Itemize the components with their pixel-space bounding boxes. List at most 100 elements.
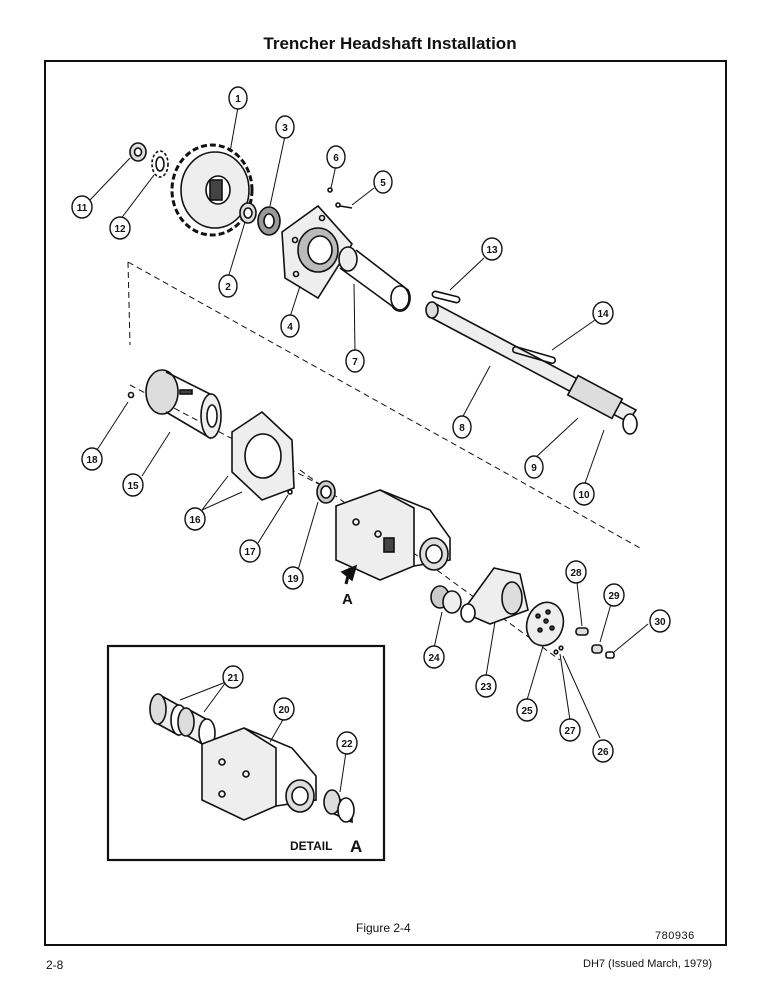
- svg-text:9: 9: [531, 463, 537, 474]
- figure-frame: [44, 60, 727, 946]
- callout-28: 28: [565, 560, 587, 584]
- detail-label-letter: A: [350, 837, 362, 856]
- part-drive-segment: [231, 410, 295, 501]
- svg-text:13: 13: [486, 245, 498, 256]
- callout-7: 7: [345, 349, 365, 373]
- part-detail-clevis: [201, 727, 317, 821]
- detail-a-frame: [106, 644, 386, 862]
- part-seal: [316, 480, 336, 504]
- part-bearing: [257, 206, 281, 236]
- svg-text:6: 6: [333, 153, 339, 164]
- part-key-short: [431, 290, 461, 304]
- callout-11: 11: [71, 195, 93, 219]
- svg-text:8: 8: [459, 423, 465, 434]
- svg-text:25: 25: [521, 706, 533, 717]
- part-pin-clip: [605, 651, 615, 659]
- callout-15: 15: [122, 473, 144, 497]
- centerline-dashes: [127, 261, 641, 661]
- part-lockwasher: [151, 150, 169, 178]
- svg-text:26: 26: [597, 747, 609, 758]
- callout-23: 23: [475, 674, 497, 698]
- callout-9: 9: [524, 455, 544, 479]
- part-fitting: [327, 187, 333, 193]
- svg-text:1: 1: [235, 94, 241, 105]
- svg-text:22: 22: [341, 739, 353, 750]
- svg-text:19: 19: [287, 574, 299, 585]
- part-sprocket: [170, 143, 254, 237]
- callout-16: 16: [184, 507, 206, 531]
- part-plate: [525, 601, 565, 647]
- callout-8: 8: [452, 415, 472, 439]
- svg-text:20: 20: [278, 705, 290, 716]
- svg-text:7: 7: [352, 357, 358, 368]
- callout-22: 22: [336, 731, 358, 755]
- part-pin-cap: [591, 644, 603, 654]
- callout-24: 24: [423, 645, 445, 669]
- part-bushing: [239, 202, 257, 224]
- callout-5: 5: [373, 170, 393, 194]
- callout-4: 4: [280, 314, 300, 338]
- callout-10: 10: [573, 482, 595, 506]
- callout-30: 30: [649, 609, 671, 633]
- svg-text:11: 11: [77, 203, 88, 214]
- page-title: Trencher Headshaft Installation: [263, 34, 517, 53]
- figure-number: 780936: [655, 930, 695, 942]
- svg-text:18: 18: [86, 455, 98, 466]
- view-arrow: [340, 564, 358, 585]
- figure-caption: Figure 2-4: [356, 921, 411, 935]
- part-headshaft: [425, 301, 638, 435]
- svg-text:4: 4: [287, 322, 293, 333]
- callout-20: 20: [273, 697, 295, 721]
- callout-17: 17: [239, 539, 261, 563]
- callout-12: 12: [109, 216, 131, 240]
- callout-13: 13: [481, 237, 503, 261]
- detail-leader-lines: [179, 681, 347, 793]
- callout-25: 25: [516, 698, 538, 722]
- svg-text:27: 27: [564, 726, 576, 737]
- part-crank-arm: [460, 567, 529, 625]
- callout-14: 14: [592, 301, 614, 325]
- svg-text:12: 12: [114, 224, 126, 235]
- part-clevis-housing: [335, 489, 451, 581]
- part-hub: [145, 369, 222, 440]
- page-number: 2-8: [46, 958, 64, 972]
- callout-1: 1: [228, 86, 248, 110]
- svg-text:10: 10: [578, 490, 590, 501]
- svg-text:14: 14: [597, 309, 609, 320]
- svg-text:23: 23: [480, 682, 492, 693]
- part-flange-housing: [281, 204, 353, 300]
- view-marker-a: A: [342, 591, 353, 608]
- detail-a-inset: [106, 644, 386, 862]
- svg-text:17: 17: [244, 547, 256, 558]
- part-detail-sleeve: [323, 789, 355, 824]
- svg-text:5: 5: [380, 178, 386, 189]
- detail-label-word: DETAIL: [290, 839, 332, 853]
- part-key-long: [511, 345, 557, 365]
- svg-text:2: 2: [225, 282, 231, 293]
- svg-text:3: 3: [282, 123, 288, 134]
- part-segment-bolt: [287, 489, 293, 495]
- part-nut: [129, 142, 147, 162]
- callout-21: 21: [222, 665, 244, 689]
- part-bolt: [335, 202, 353, 209]
- callout-2: 2: [218, 274, 238, 298]
- callout-27: 27: [559, 718, 581, 742]
- part-grease-fitting: [127, 391, 135, 399]
- svg-text:21: 21: [227, 673, 239, 684]
- part-pin: [575, 627, 589, 636]
- svg-text:30: 30: [654, 617, 666, 628]
- svg-text:16: 16: [189, 515, 201, 526]
- callout-3: 3: [275, 115, 295, 139]
- leader-lines: [89, 106, 649, 739]
- svg-text:24: 24: [428, 653, 440, 664]
- svg-text:29: 29: [608, 591, 620, 602]
- callout-18: 18: [81, 447, 103, 471]
- callout-6: 6: [326, 145, 346, 169]
- callout-19: 19: [282, 566, 304, 590]
- callout-26: 26: [592, 739, 614, 763]
- svg-text:15: 15: [127, 481, 139, 492]
- part-sleeve: [430, 585, 462, 614]
- svg-text:28: 28: [570, 568, 582, 579]
- part-detail-bushing-pair: [149, 693, 216, 748]
